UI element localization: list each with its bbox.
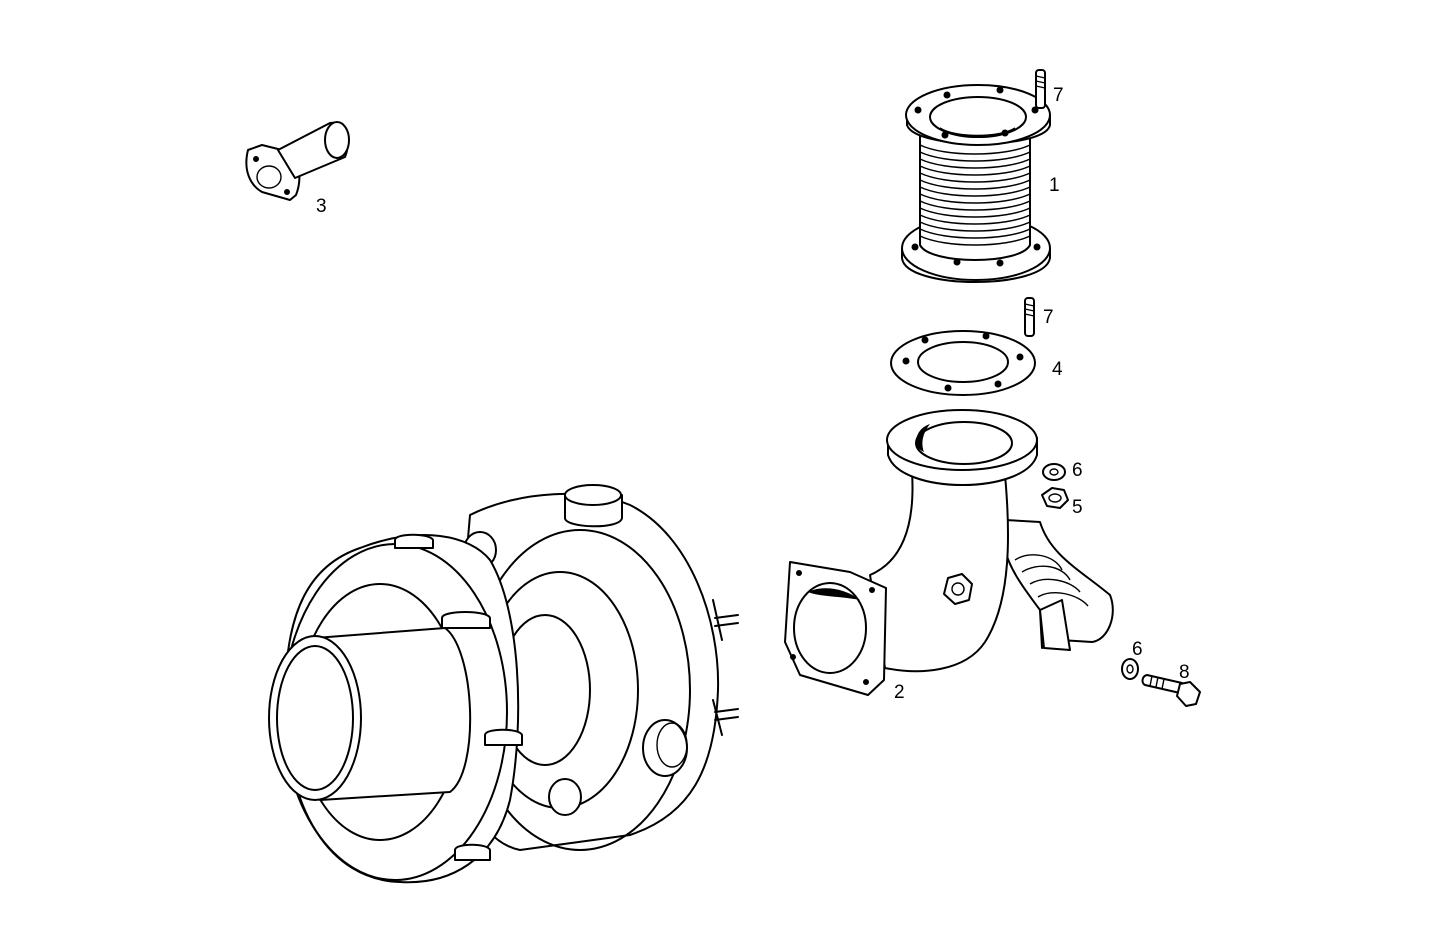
part-3-flanged-pipe <box>245 121 350 201</box>
callout-label-7-upper: 7 <box>1053 85 1064 106</box>
callout-label-2: 2 <box>894 682 905 703</box>
part-7-stud-upper <box>1035 69 1046 109</box>
callout-label-6-upper: 6 <box>1072 460 1083 481</box>
part-5-nut <box>1041 487 1069 509</box>
callout-label-1: 1 <box>1049 175 1060 196</box>
turbocharger <box>268 484 739 884</box>
callout-label-4: 4 <box>1052 359 1063 380</box>
callout-label-6-lower: 6 <box>1132 639 1143 660</box>
callout-label-7-lower: 7 <box>1043 307 1054 328</box>
part-8-bolt <box>1141 674 1201 707</box>
callout-label-8: 8 <box>1179 662 1190 683</box>
part-7-stud-lower <box>1024 297 1035 337</box>
part-4-gasket <box>890 330 1036 396</box>
part-6-washer-lower <box>1121 658 1139 680</box>
callout-label-5: 5 <box>1072 497 1083 518</box>
part-2-elbow <box>784 409 1114 696</box>
part-1-bellows <box>901 84 1051 283</box>
part-6-washer-upper <box>1042 463 1066 481</box>
compressor-housing <box>268 533 523 884</box>
callout-label-3: 3 <box>316 196 327 217</box>
